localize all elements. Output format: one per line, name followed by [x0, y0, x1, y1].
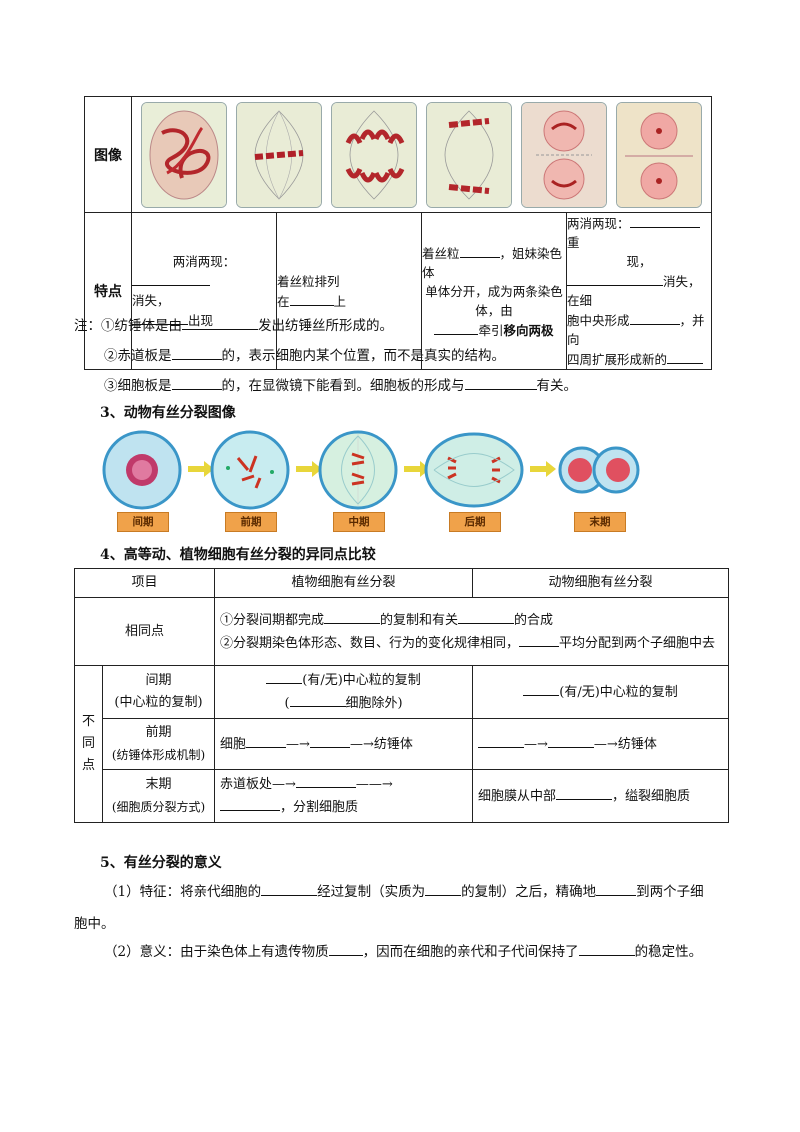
header-animal: 动物细胞有丝分裂	[472, 568, 730, 598]
arrow-icon	[530, 461, 556, 477]
blank[interactable]	[309, 733, 350, 748]
telophase-label: 末期 (细胞质分裂方式)	[101, 769, 216, 823]
interphase-label: 间期 (中心粒的复制)	[101, 665, 216, 719]
feature-anaphase: 着丝粒，姐妹染色体 单体分开，成为两条染色 体，由 牵引移向两极	[421, 212, 567, 370]
blank[interactable]	[425, 881, 462, 896]
feature-prophase: 两消两现： 消失， 出现	[131, 212, 277, 370]
feature-telophase: 两消两现：重 现， 消失，在细 胞中央形成，并向 四周扩展形成新的	[566, 212, 712, 370]
prophase-animal: —→—→纺锤体	[472, 718, 730, 770]
plant-prophase-image	[140, 101, 227, 208]
blank[interactable]	[220, 796, 281, 811]
animal-prophase-image	[208, 428, 292, 512]
paragraph-1: （1）特征：将亲代细胞的经过复制（实质为的复制）之后，精确地到两个子细 胞中。	[74, 880, 734, 936]
blank[interactable]	[547, 733, 594, 748]
diff-label: 不 同 点	[74, 665, 103, 823]
stage-label: 中期	[333, 512, 385, 532]
arrow-icon	[188, 461, 214, 477]
animal-anaphase-image	[424, 428, 524, 512]
plant-telophase-image-1	[521, 101, 608, 208]
row-label-image: 图像	[84, 96, 132, 213]
animal-telophase-image	[558, 428, 640, 512]
interphase-plant: (有/无)中心粒的复制 (细胞除外)	[214, 665, 474, 719]
plant-images-cell	[131, 96, 712, 213]
section-5-title: 5、有丝分裂的意义	[100, 855, 222, 871]
plant-telophase-image-2	[616, 101, 703, 208]
blank[interactable]	[629, 213, 700, 228]
blank[interactable]	[261, 881, 318, 896]
blank[interactable]	[434, 320, 479, 335]
note-2: ②赤道板是的，表示细胞内某个位置，而不是真实的结构。	[104, 344, 505, 364]
row-label-feature: 特点	[84, 212, 132, 370]
arrow-icon	[296, 461, 322, 477]
telophase-plant: 赤道板处—→——→ ，分割细胞质	[214, 769, 474, 823]
blank[interactable]	[667, 349, 704, 364]
same-label: 相同点	[73, 597, 216, 666]
same-content: ①分裂间期都完成的复制和有关的合成 ②分裂期染色体形态、数目、行为的变化规律相同…	[214, 597, 730, 666]
interphase-animal: (有/无)中心粒的复制	[472, 665, 730, 719]
blank[interactable]	[458, 609, 515, 624]
comparison-table: 项目 植物细胞有丝分裂 动物细胞有丝分裂 相同点 ①分裂间期都完成的复制和有关的…	[73, 568, 730, 823]
blank[interactable]	[556, 785, 613, 800]
blank[interactable]	[289, 291, 334, 306]
feature-metaphase: 着丝粒排列 在上	[276, 212, 422, 370]
blank[interactable]	[629, 310, 680, 325]
blank[interactable]	[171, 345, 222, 360]
blank[interactable]	[567, 271, 663, 286]
header-item: 项目	[73, 568, 216, 598]
arrow-icon	[404, 461, 430, 477]
prophase-label: 前期 (纺锤体形成机制)	[101, 718, 216, 770]
blank[interactable]	[132, 271, 210, 286]
animal-metaphase-image	[316, 428, 400, 512]
telophase-animal: 细胞膜从中部，缢裂细胞质	[472, 769, 730, 823]
blank[interactable]	[182, 315, 258, 330]
blank[interactable]	[324, 609, 381, 624]
blank[interactable]	[459, 243, 500, 258]
stage-label: 末期	[574, 512, 626, 532]
blank[interactable]	[289, 692, 346, 707]
blank[interactable]	[328, 941, 363, 956]
blank[interactable]	[578, 941, 635, 956]
blank[interactable]	[523, 681, 560, 696]
stage-label: 间期	[117, 512, 169, 532]
blank[interactable]	[596, 881, 637, 896]
plant-anaphase-image-1	[330, 101, 417, 208]
blank[interactable]	[246, 733, 287, 748]
blank[interactable]	[478, 733, 525, 748]
blank[interactable]	[266, 669, 303, 684]
paragraph-2: （2）意义：由于染色体上有遗传物质，因而在细胞的亲代和子代间保持了的稳定性。	[74, 940, 734, 964]
blank[interactable]	[171, 375, 222, 390]
note-3: ③细胞板是的，在显微镜下能看到。细胞板的形成与有关。	[104, 374, 577, 394]
animal-mitosis-figure: 间期 前期 中期 后期 末期	[100, 428, 640, 538]
animal-interphase-image	[100, 428, 184, 512]
note-1: 注：①纺锤体是由发出纺锤丝所形成的。	[74, 314, 393, 334]
prophase-plant: 细胞—→—→纺锤体	[214, 718, 474, 770]
blank[interactable]	[464, 375, 537, 390]
blank[interactable]	[132, 310, 188, 325]
plant-anaphase-image-2	[426, 101, 513, 208]
header-plant: 植物细胞有丝分裂	[214, 568, 474, 598]
section-3-title: 3、动物有丝分裂图像	[100, 405, 236, 421]
plant-mitosis-table: 图像	[84, 96, 712, 370]
section-4-title: 4、高等动、植物细胞有丝分裂的异同点比较	[100, 547, 376, 563]
blank[interactable]	[295, 773, 356, 788]
stage-label: 后期	[449, 512, 501, 532]
plant-metaphase-image	[235, 101, 322, 208]
stage-label: 前期	[225, 512, 277, 532]
blank[interactable]	[519, 632, 560, 647]
